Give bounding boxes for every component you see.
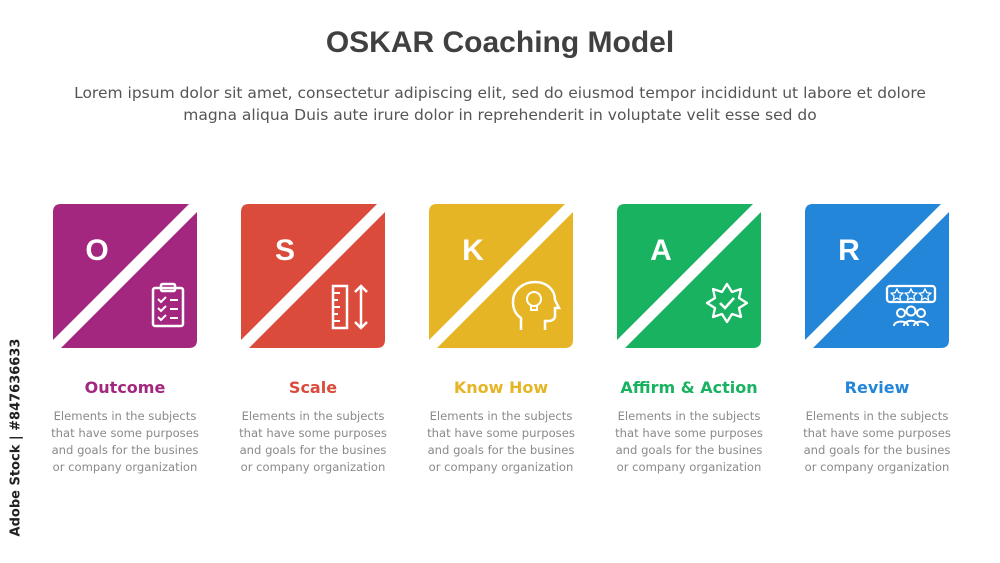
step-letter: K [462,234,484,267]
step-tile: R [805,204,949,348]
step-label: Know How [453,378,549,397]
step-letter: A [650,234,672,267]
step-description: Elements in the subjects that have some … [615,409,763,474]
step-letter: O [85,234,108,267]
step-letter: R [838,234,860,267]
rating-review-icon [885,284,937,327]
head-lightbulb-icon [511,280,562,330]
step-tile: A [617,204,761,348]
clipboard-checklist-icon [151,282,185,328]
step-label: Review [844,378,910,397]
badge-check-icon [705,282,749,324]
watermark: Adobe Stock | #847636633 [6,320,26,560]
step-tile: K [429,204,573,348]
step-label: Affirm & Action [620,378,758,397]
step-description: Elements in the subjects that have some … [51,409,199,474]
step-tile: O [53,204,197,348]
step-description: Elements in the subjects that have some … [239,409,387,474]
step-description: Elements in the subjects that have some … [427,409,575,474]
watermark-text: Adobe Stock | #847636633 [8,338,24,537]
ruler-scale-icon [331,284,368,330]
page-subtitle: Lorem ipsum dolor sit amet, consectetur … [74,84,926,124]
step-letter: S [275,234,295,267]
step-label: Outcome [84,378,166,397]
step-description: Elements in the subjects that have some … [803,409,951,474]
page-title: OSKAR Coaching Model [325,26,675,59]
step-label: Scale [288,378,338,397]
step-tile: S [241,204,385,348]
